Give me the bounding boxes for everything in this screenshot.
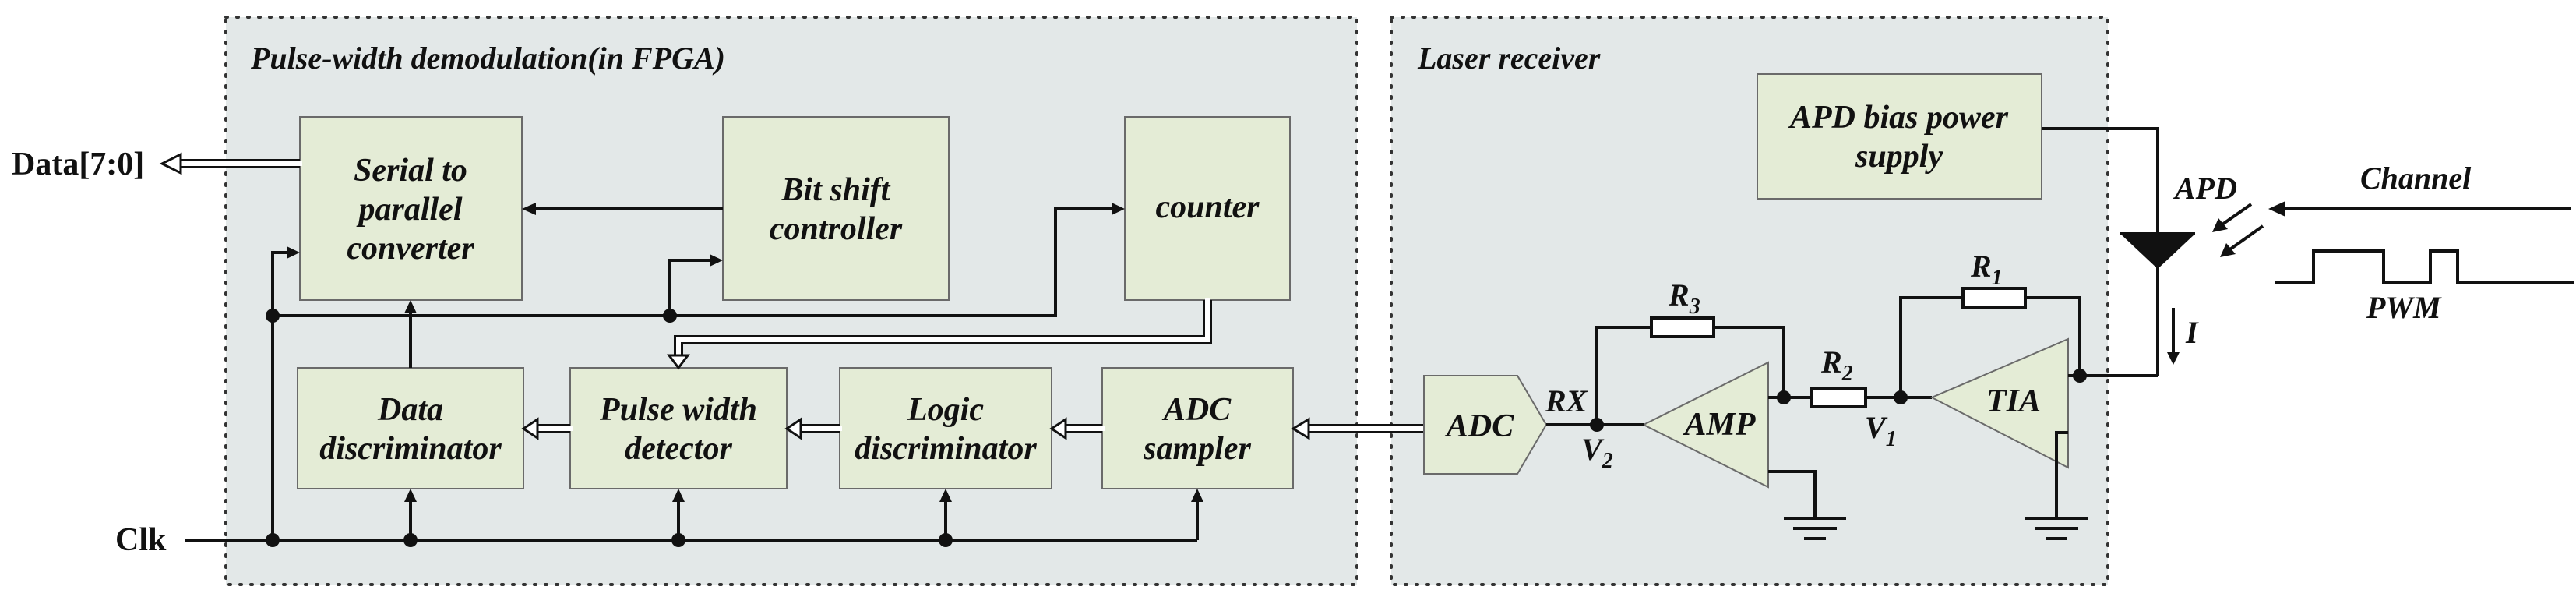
current-arrow-head [2167, 352, 2180, 365]
current-label: I [2185, 315, 2199, 350]
clock-to-serial-converter-arrow [287, 246, 300, 259]
r3-feedback-right-wire [1714, 326, 1785, 397]
block-label-line: Bit shift [781, 172, 891, 208]
block-label-line: Logic [907, 392, 984, 428]
pulse-width-detector-block [569, 367, 788, 489]
adc-sampler-to-logic-bus [1049, 417, 1105, 440]
block-label-line: detector [625, 431, 732, 467]
r1-feedback-right-wire [2025, 296, 2081, 376]
clock-arrow-2 [672, 489, 685, 502]
pwm-label: PWM [2366, 290, 2442, 325]
amp-label: AMP [1682, 407, 1755, 443]
junction-dot [1777, 390, 1791, 404]
data-output-label: Data[7:0] [12, 147, 144, 182]
block-label-line: ADC [1161, 392, 1232, 428]
block-label-line: Data [377, 392, 443, 428]
light-arrows-icon [2212, 203, 2264, 257]
junction-dot [266, 309, 280, 323]
r1-resistor [1961, 287, 2027, 309]
bit-shift-controller-input-arrow [710, 254, 723, 267]
v2-label: V2 [1581, 432, 1613, 473]
r2-label: R2 [1820, 344, 1853, 386]
tia-ground-wire [2055, 431, 2068, 518]
block-label-line: discriminator [319, 431, 502, 467]
clock-arrow-3 [939, 489, 952, 502]
clock-arrow-1 [404, 489, 417, 502]
junction-dot [939, 533, 953, 547]
tia-label: TIA [1986, 383, 2041, 419]
block-label-line: parallel [357, 192, 463, 228]
laser-receiver-panel-title: Laser receiver [1417, 41, 1601, 76]
rx-label: RX [1545, 383, 1588, 419]
r3-feedback-left-wire [1595, 326, 1651, 425]
channel-arrow [2268, 201, 2285, 217]
block-label-line: controller [770, 211, 903, 247]
block-label-line: APD bias power [1788, 100, 2009, 136]
bit-shift-controller-input-wire [668, 259, 713, 316]
r3-resistor [1650, 316, 1715, 338]
pwm-waveform [2275, 249, 2574, 284]
amp-ground-icon [1784, 517, 1846, 540]
apd-label: APD [2173, 171, 2237, 206]
block-label-line: Serial to [354, 153, 467, 189]
counter-block [1124, 116, 1291, 301]
junction-dot [671, 533, 685, 547]
block-label-line: converter [347, 231, 474, 267]
apd-bias-power-supply-block [1757, 73, 2042, 200]
block-label-line: discriminator [855, 431, 1037, 467]
r2-resistor [1810, 387, 1867, 408]
adc-to-adc-sampler-bus [1291, 417, 1426, 440]
junction-dot [2073, 369, 2087, 383]
bit-shift-to-serial-arrow [522, 203, 536, 215]
adc-label: ADC [1444, 408, 1514, 444]
bit-shift-controller-block [722, 116, 950, 301]
adc-block [1423, 375, 1548, 475]
data-discriminator-block [297, 367, 524, 489]
pulse-width-to-data-discriminator-bus [521, 417, 573, 440]
block-label-line: supply [1855, 139, 1943, 175]
clock-arrow-4 [1191, 489, 1203, 502]
data-output-bus [159, 152, 302, 175]
tia-ground-icon [2025, 517, 2088, 540]
junction-dot [266, 533, 280, 547]
logic-discriminator-block [839, 367, 1052, 489]
amp-ground-wire [1768, 470, 1817, 518]
r1-feedback-left-wire [1899, 296, 1963, 397]
fpga-panel-title: Pulse-width demodulation(in FPGA) [250, 41, 725, 76]
amp-triangle [1641, 361, 1769, 489]
block-label-line: counter [1155, 189, 1260, 225]
apd-diode-icon [2120, 234, 2195, 269]
data-discriminator-to-serial-arrow [404, 300, 417, 313]
block-label-line: sampler [1143, 431, 1251, 467]
r1-label: R1 [1970, 249, 2003, 290]
block-label-line: Pulse width [599, 392, 757, 428]
serial-to-parallel-block [299, 116, 523, 301]
apd-bias-wire [2042, 127, 2159, 376]
tia-triangle [1929, 337, 2069, 469]
counter-label: counter [1155, 189, 1260, 225]
clk-label: Clk [115, 522, 167, 558]
counter-to-pulse-width-detector-bus [667, 298, 1212, 370]
junction-dot [403, 533, 418, 547]
v1-label: V1 [1865, 410, 1897, 451]
channel-label: Channel [2360, 161, 2472, 196]
r3-label: R3 [1668, 277, 1700, 319]
counter-input-arrow [1112, 203, 1125, 215]
clock-to-serial-converter-wire [271, 251, 290, 540]
logic-to-pulse-width-bus [784, 417, 842, 440]
adc-sampler-block [1101, 367, 1294, 489]
